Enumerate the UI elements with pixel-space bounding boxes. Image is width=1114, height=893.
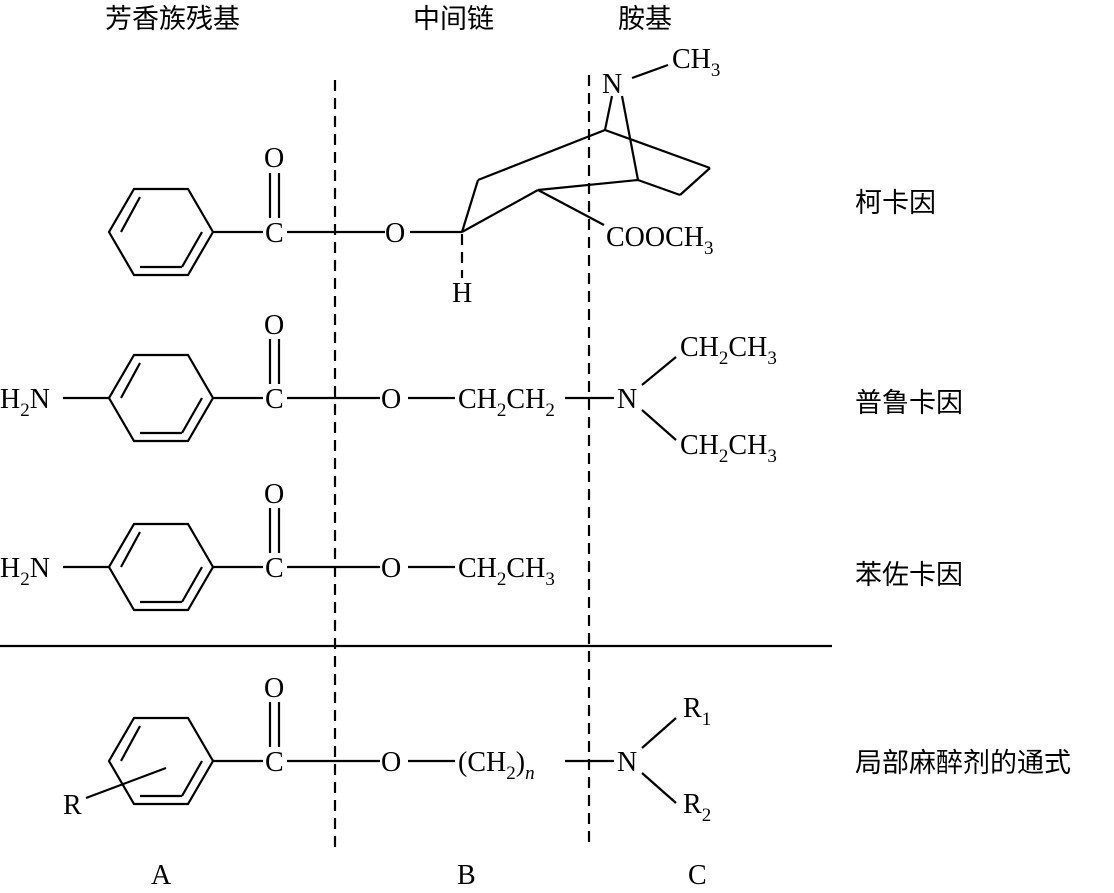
r-substituent: R bbox=[63, 790, 82, 821]
methylene-chain: (CH2)n bbox=[458, 747, 535, 784]
bridge-nitrogen: N bbox=[602, 69, 622, 100]
compound-name-benzocaine: 苯佐卡因 bbox=[855, 560, 963, 591]
hydrogen-atom: H bbox=[452, 278, 472, 309]
compound-name-procaine: 普鲁卡因 bbox=[855, 388, 963, 419]
header-aromatic-residue: 芳香族残基 bbox=[105, 4, 240, 35]
ester-oxygen: O bbox=[385, 218, 405, 249]
r2-substituent: R2 bbox=[683, 789, 711, 826]
header-amine-group: 胺基 bbox=[618, 4, 672, 35]
compound-name-cocaine: 柯卡因 bbox=[855, 188, 936, 219]
benzocaine-structure: H2N C O O CH2CH3 bbox=[0, 479, 555, 612]
column-label-b: B bbox=[457, 860, 476, 888]
r-substituent-bond bbox=[85, 766, 167, 800]
carbonyl-oxygen: O bbox=[264, 479, 284, 510]
carbonyl-oxygen: O bbox=[264, 673, 284, 704]
n-methyl-group: CH3 bbox=[672, 44, 720, 81]
benzene-ring bbox=[107, 187, 215, 277]
general-formula-structure: R C O O (CH2)n N R1 R2 bbox=[63, 673, 711, 826]
benzene-ring bbox=[107, 522, 215, 612]
benzene-ring bbox=[107, 716, 215, 806]
r1-substituent: R1 bbox=[683, 693, 711, 730]
ethyl-group-lower: CH2CH3 bbox=[680, 430, 777, 467]
carbonyl-carbon: C bbox=[265, 384, 284, 415]
procaine-structure: H2N C O O CH2CH2 N CH2CH3 CH2CH3 bbox=[0, 310, 777, 467]
ester-oxygen: O bbox=[381, 553, 401, 584]
carbonyl-carbon: C bbox=[265, 218, 284, 249]
amine-nitrogen: N bbox=[617, 384, 637, 415]
amine-nitrogen: N bbox=[617, 747, 637, 778]
carbonyl-oxygen: O bbox=[264, 310, 284, 341]
amino-group: H2N bbox=[0, 384, 50, 421]
carbonyl-carbon: C bbox=[265, 553, 284, 584]
cocaine-structure: C O O N CH3 COOCH3 H bbox=[107, 44, 720, 309]
column-label-a: A bbox=[151, 860, 172, 888]
benzene-ring bbox=[107, 353, 215, 443]
ester-oxygen: O bbox=[381, 384, 401, 415]
ethyl-group-upper: CH2CH3 bbox=[680, 332, 777, 369]
header-middle-chain: 中间链 bbox=[413, 4, 494, 35]
ethyl-group: CH2CH3 bbox=[458, 553, 555, 590]
methyl-ester-group: COOCH3 bbox=[606, 222, 714, 259]
compound-name-general-formula: 局部麻醉剂的通式 bbox=[855, 748, 1071, 779]
carbonyl-oxygen: O bbox=[264, 143, 284, 174]
column-label-c: C bbox=[688, 860, 707, 888]
ester-oxygen: O bbox=[381, 747, 401, 778]
ethylene-chain: CH2CH2 bbox=[458, 384, 555, 421]
amino-group: H2N bbox=[0, 553, 50, 590]
carbonyl-carbon: C bbox=[265, 747, 284, 778]
